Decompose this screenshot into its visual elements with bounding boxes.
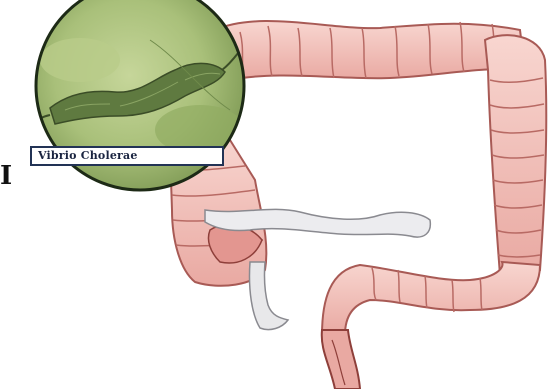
left-edge-glyph: I <box>0 163 12 189</box>
vibrio-cholerae-label: Vibrio Cholerae <box>30 146 224 166</box>
